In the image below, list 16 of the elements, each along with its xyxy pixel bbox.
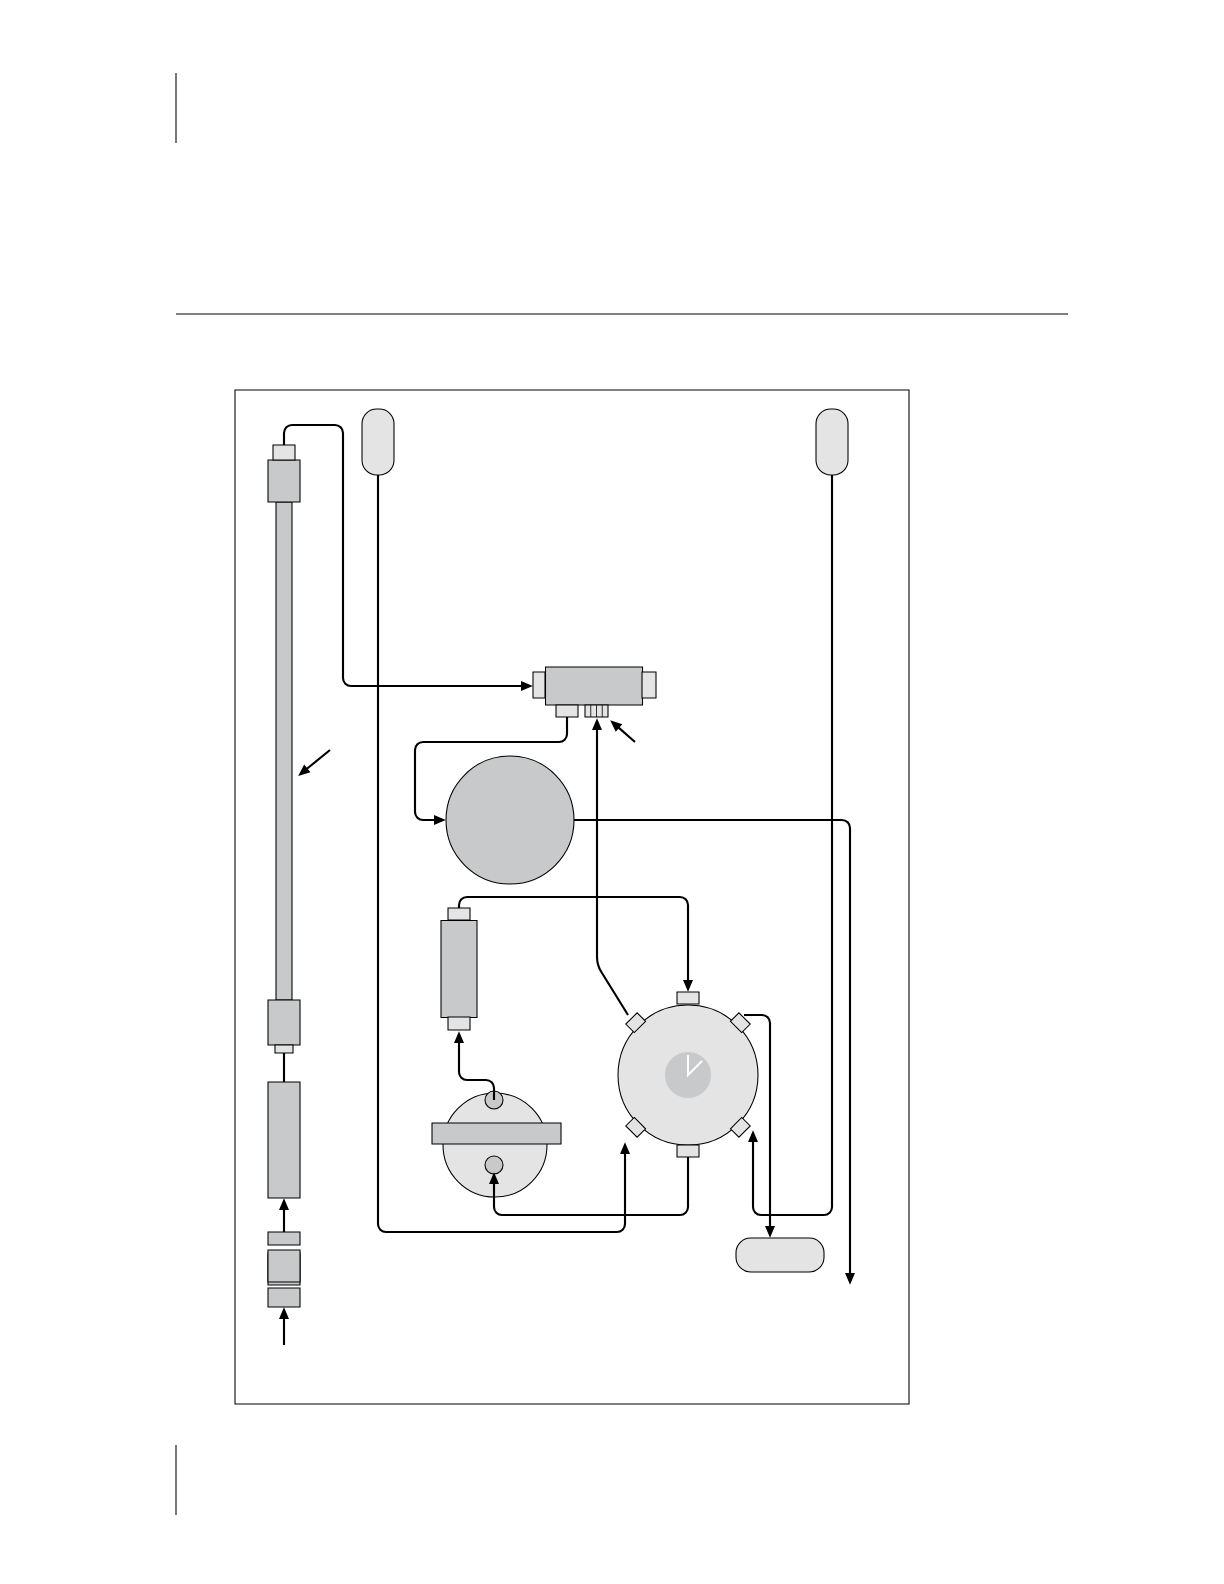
- reservoir-bottle: [361, 408, 395, 476]
- chamber-circle: [445, 755, 575, 885]
- flow-line: [413, 717, 569, 825]
- small-column: [440, 907, 478, 1031]
- detector-block: [532, 666, 657, 718]
- filter-stack: [267, 1231, 301, 1308]
- flow-line: [282, 1053, 286, 1082]
- round-unit: [431, 1090, 562, 1198]
- flow-line: [376, 475, 630, 1234]
- flow-line: [748, 475, 834, 1217]
- rotary-valve: [617, 991, 759, 1158]
- collection-vessel: [735, 1237, 825, 1273]
- flow-line: [489, 1157, 690, 1217]
- column-tube: [267, 444, 301, 1054]
- trap-cartridge: [267, 1081, 301, 1199]
- reservoir-bottle: [815, 408, 849, 476]
